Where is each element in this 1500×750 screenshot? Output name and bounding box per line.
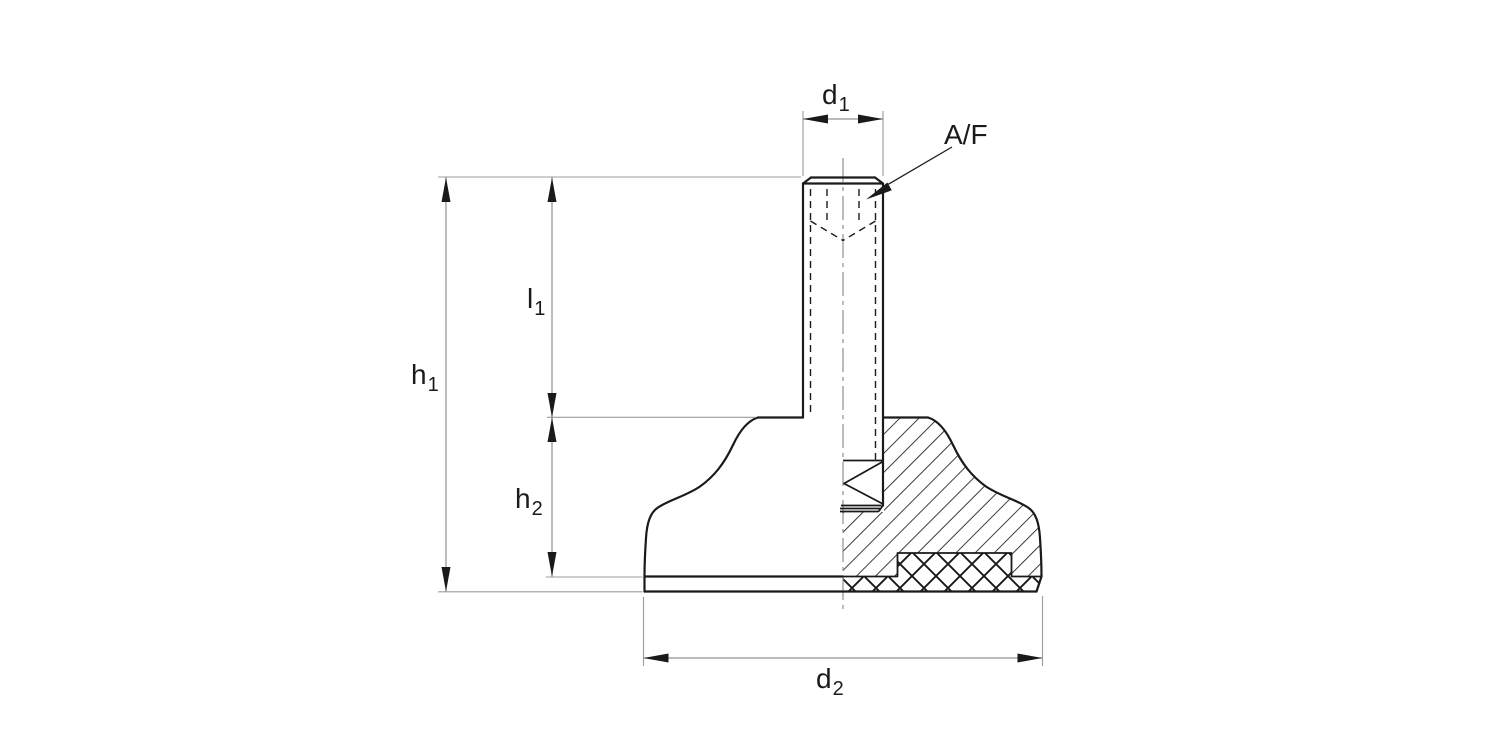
dimension-h1 [441, 177, 451, 592]
stud-end-detail [840, 459, 884, 513]
dim-label-af: A/F [944, 119, 988, 150]
extension-lines [438, 111, 1044, 666]
hex-socket-hidden-lines [810, 189, 876, 242]
dim-label-d2: d2 [816, 663, 844, 700]
dim-label-h2: h2 [515, 483, 543, 520]
section-hatch-area [843, 417, 1042, 577]
dim-label-l1: l1 [527, 283, 546, 320]
dim-label-h1: h1 [411, 359, 439, 396]
dimension-h2 [547, 417, 557, 577]
base-outline [643, 416, 1043, 593]
threaded-stud [801, 176, 885, 513]
dim-label-d1: d1 [822, 79, 850, 116]
dimension-d2 [643, 653, 1043, 663]
af-leader [866, 146, 953, 200]
dimension-d1 [803, 114, 883, 124]
dimension-l1 [547, 177, 557, 418]
